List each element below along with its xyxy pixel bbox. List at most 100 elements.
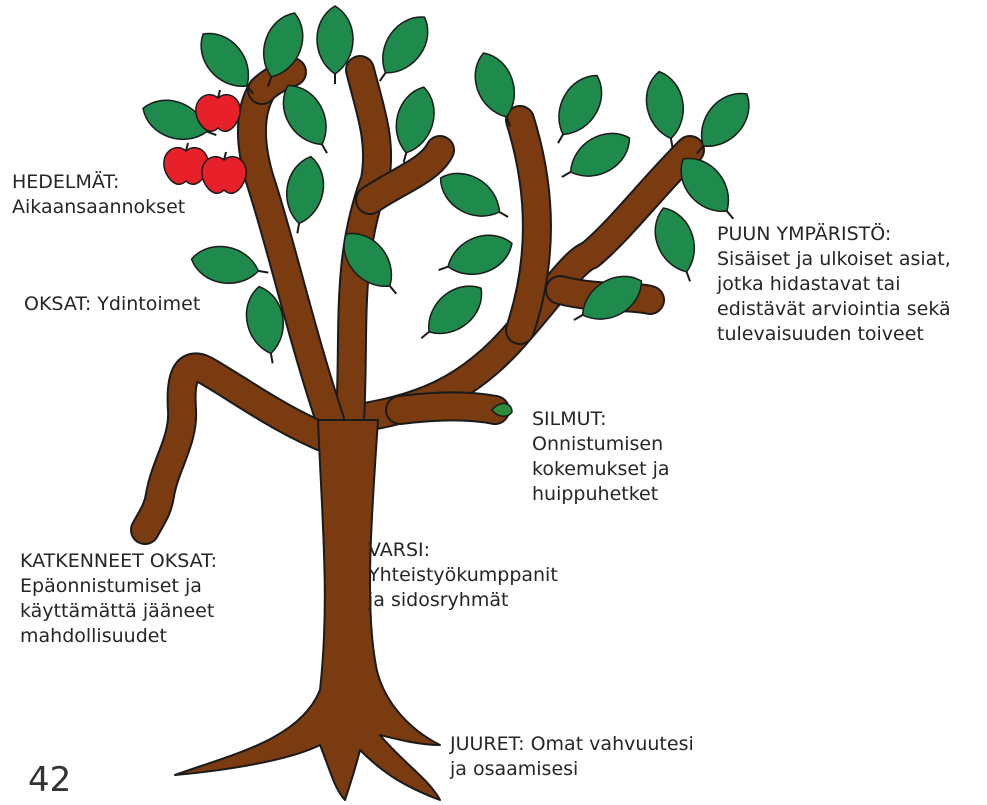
leaf-shape	[382, 16, 429, 74]
leaf-stem	[557, 133, 564, 144]
varsi-line2: ja sidosryhmät	[368, 589, 509, 611]
leaf-stem	[267, 76, 273, 87]
katkenneet-line1: Epäonnistumiset ja	[20, 575, 202, 597]
leaf-stem	[498, 211, 509, 218]
leaf-shape	[447, 234, 513, 276]
branch	[357, 137, 453, 213]
leaf-icon	[680, 157, 735, 220]
leaf-shape	[285, 155, 325, 225]
varsi-title: VARSI:	[368, 539, 431, 561]
leaf-icon	[190, 245, 269, 285]
leaf-stem	[561, 171, 572, 178]
leaf-shape	[558, 74, 603, 136]
branch	[132, 354, 343, 543]
label-juuret: JUURET: Omat vahvuutesi ja osaamisesi	[450, 732, 694, 782]
katkenneet-line3: mahdollisuudet	[20, 625, 167, 647]
bud-icon	[491, 402, 513, 417]
silmut-line2: kokemukset ja	[532, 458, 670, 480]
leaf-icon	[474, 52, 516, 127]
oksat-text: OKSAT: Ydintoimet	[24, 293, 201, 315]
leaf-icon	[645, 70, 685, 149]
leaf-stem	[402, 152, 408, 163]
fruit-apples	[163, 89, 247, 195]
leaf-stem	[246, 85, 255, 95]
leaf-stem	[505, 116, 511, 127]
hedelmat-desc: Aikaansaannokset	[12, 196, 186, 218]
apple-stem	[217, 89, 221, 99]
leaf-shape	[395, 86, 435, 154]
leaf-stem	[573, 314, 584, 321]
leaf-stem	[669, 138, 674, 149]
leaf-icon	[262, 12, 304, 87]
ymparisto-line4: tulevaisuuden toiveet	[717, 323, 924, 345]
apple-icon	[201, 151, 247, 195]
label-puun-ymparisto: PUUN YMPÄRISTÖ: Sisäiset ja ulkoiset asi…	[717, 222, 951, 347]
leaf-icon	[245, 285, 285, 364]
leaf-icon	[285, 155, 325, 234]
ymparisto-line3: edistävät arviointia sekä	[717, 298, 951, 320]
leaf-icon	[282, 84, 328, 154]
leaf-icon	[573, 275, 643, 321]
label-silmut: SILMUT: Onnistumisen kokemukset ja huipp…	[532, 407, 670, 507]
leaf-icon	[200, 32, 255, 95]
apple-stem	[185, 142, 189, 152]
leaf-icon	[316, 5, 354, 84]
leaf-icon	[378, 16, 429, 82]
silmut-line1: Onnistumisen	[532, 433, 664, 455]
leaf-shape	[343, 232, 393, 287]
leaf-shape	[654, 207, 696, 273]
ymparisto-line1: Sisäiset ja ulkoiset asiat,	[717, 248, 951, 270]
leaf-icon	[343, 232, 398, 295]
leaf-stem	[269, 353, 274, 364]
leaf-stem	[685, 271, 691, 282]
leaf-stem	[296, 223, 301, 234]
leaf-icon	[695, 92, 750, 155]
trunk-body	[174, 419, 441, 801]
leaf-shape	[190, 245, 260, 285]
leaf-stem	[389, 285, 398, 295]
tree-trunk	[130, 55, 705, 801]
leaf-shape	[645, 70, 685, 140]
apple-shape	[195, 93, 241, 133]
leaf-stem	[420, 331, 430, 340]
leaf-icon	[561, 132, 631, 178]
leaf-stem	[438, 265, 449, 271]
apple-icon	[195, 89, 241, 133]
branch	[239, 77, 343, 433]
leaf-icon	[439, 172, 509, 218]
leaf-stem	[258, 269, 269, 274]
hedelmat-title: HEDELMÄT:	[12, 171, 120, 193]
apple-stem	[223, 151, 227, 161]
label-hedelmat: HEDELMÄT: Aikaansaannokset	[12, 170, 185, 220]
katkenneet-line2: käyttämättä jääneet	[20, 600, 215, 622]
leaf-icon	[557, 74, 603, 144]
tree-leaves	[142, 5, 750, 364]
leaf-icon	[395, 86, 435, 163]
branch	[249, 59, 305, 103]
apple-shape	[201, 155, 247, 195]
label-katkenneet-oksat: KATKENNEET OKSAT: Epäonnistumiset ja käy…	[20, 549, 217, 649]
juuret-line2: ja osaamisesi	[450, 758, 579, 780]
ymparisto-line2: jotka hidastavat tai	[717, 273, 901, 295]
leaf-shape	[428, 285, 483, 335]
leaf-icon	[142, 99, 217, 141]
leaf-stem	[695, 145, 704, 155]
leaf-stem	[321, 143, 328, 154]
label-oksat: OKSAT: Ydintoimet	[24, 292, 200, 317]
varsi-line1: Yhteistyökumppanit	[368, 564, 558, 586]
leaf-stem	[726, 210, 735, 220]
leaf-icon	[420, 285, 483, 340]
leaf-icon	[654, 207, 696, 282]
page-number: 42	[28, 760, 72, 800]
silmut-line3: huippuhetket	[532, 483, 659, 505]
branch	[507, 107, 550, 343]
leaf-icon	[438, 234, 513, 276]
juuret-line1: JUURET: Omat vahvuutesi	[450, 733, 694, 755]
katkenneet-title: KATKENNEET OKSAT:	[20, 550, 218, 572]
bud-sprout	[491, 402, 513, 417]
branch	[387, 393, 508, 423]
leaf-stem	[206, 130, 217, 136]
silmut-title: SILMUT:	[532, 408, 607, 430]
ymparisto-title: PUUN YMPÄRISTÖ:	[717, 223, 892, 245]
